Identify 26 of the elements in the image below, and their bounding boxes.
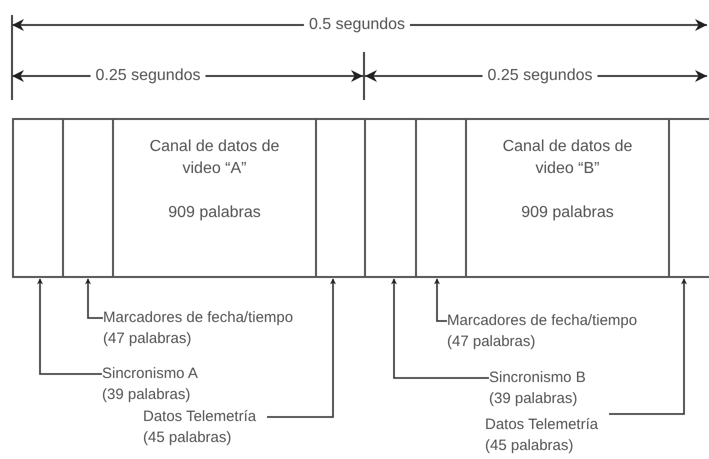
word-count: 909 palabras [167, 203, 262, 223]
frame-cell [415, 118, 467, 278]
data-field [465, 118, 670, 278]
data-field [112, 118, 317, 278]
dimension-label: 0.25 segundos [482, 66, 598, 86]
frame-cell [62, 118, 114, 278]
word-count: 909 palabras [520, 203, 615, 223]
frame-cell [364, 118, 417, 278]
leader-line [391, 278, 489, 379]
leader-line [85, 278, 103, 319]
leader-line [267, 278, 336, 418]
leader-line [434, 278, 447, 322]
leader-line [609, 278, 687, 415]
callout-text: Marcadores de fecha/tiempo (47 palabras) [447, 310, 647, 352]
frame-cell [315, 118, 366, 278]
callout-text: Sincronismo A (39 palabras) [102, 363, 212, 405]
callout-text: Sincronismo B (39 palabras) [489, 367, 599, 409]
frame-cell [12, 118, 64, 278]
leader-line [37, 278, 102, 375]
callout-text: Datos Telemetría (45 palabras) [485, 414, 609, 456]
channel-title: Canal de datos de video “B” [502, 137, 634, 179]
callout-text: Datos Telemetría (45 palabras) [143, 406, 267, 448]
dimension-label: 0.25 segundos [90, 66, 206, 86]
callout-text: Marcadores de fecha/tiempo (47 palabras) [103, 307, 303, 349]
channel-title: Canal de datos de video “A” [148, 137, 280, 179]
dimension-label: 0.5 segundos [304, 15, 410, 35]
